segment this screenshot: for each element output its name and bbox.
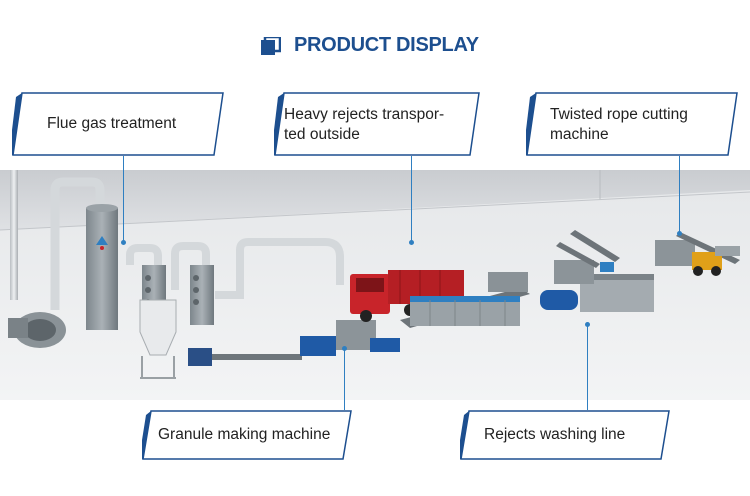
leader-line — [411, 156, 412, 241]
leader-line — [344, 348, 345, 410]
callout-label-line1: Twisted rope cutting — [550, 106, 688, 123]
callout-label-line1: Heavy rejects transpor- — [284, 106, 445, 123]
callout-frame — [12, 92, 224, 156]
callout-granule-making-machine: Granule making machine — [142, 410, 352, 460]
leader-dot — [409, 240, 414, 245]
leader-dot — [677, 231, 682, 236]
callout-label-line2: ted outside — [284, 126, 360, 143]
factory-scene-illustration — [0, 170, 750, 400]
callout-twisted-rope-cutting: Twisted rope cutting machine — [526, 92, 738, 156]
callout-frame — [274, 92, 480, 156]
leader-line — [679, 156, 680, 232]
callout-frame — [526, 92, 738, 156]
flue-gas-tower — [86, 208, 118, 330]
leader-dot — [121, 240, 126, 245]
callout-frame — [460, 410, 670, 460]
page-title: PRODUCT DISPLAY — [294, 34, 479, 56]
square-stack-icon — [261, 37, 281, 55]
leader-dot — [585, 322, 590, 327]
callout-label: Flue gas treatment — [47, 115, 177, 132]
callout-flue-gas-treatment: Flue gas treatment — [12, 92, 224, 156]
callout-label: Rejects washing line — [484, 426, 626, 443]
callout-frame — [142, 410, 352, 460]
section-header: PRODUCT DISPLAY — [0, 30, 750, 60]
leader-line — [123, 156, 124, 241]
callout-rejects-washing-line: Rejects washing line — [460, 410, 670, 460]
callout-heavy-rejects: Heavy rejects transpor- ted outside — [274, 92, 480, 156]
callout-label-line2: machine — [550, 126, 609, 143]
leader-dot — [342, 346, 347, 351]
leader-line — [587, 324, 588, 410]
callout-label: Granule making machine — [158, 426, 331, 443]
